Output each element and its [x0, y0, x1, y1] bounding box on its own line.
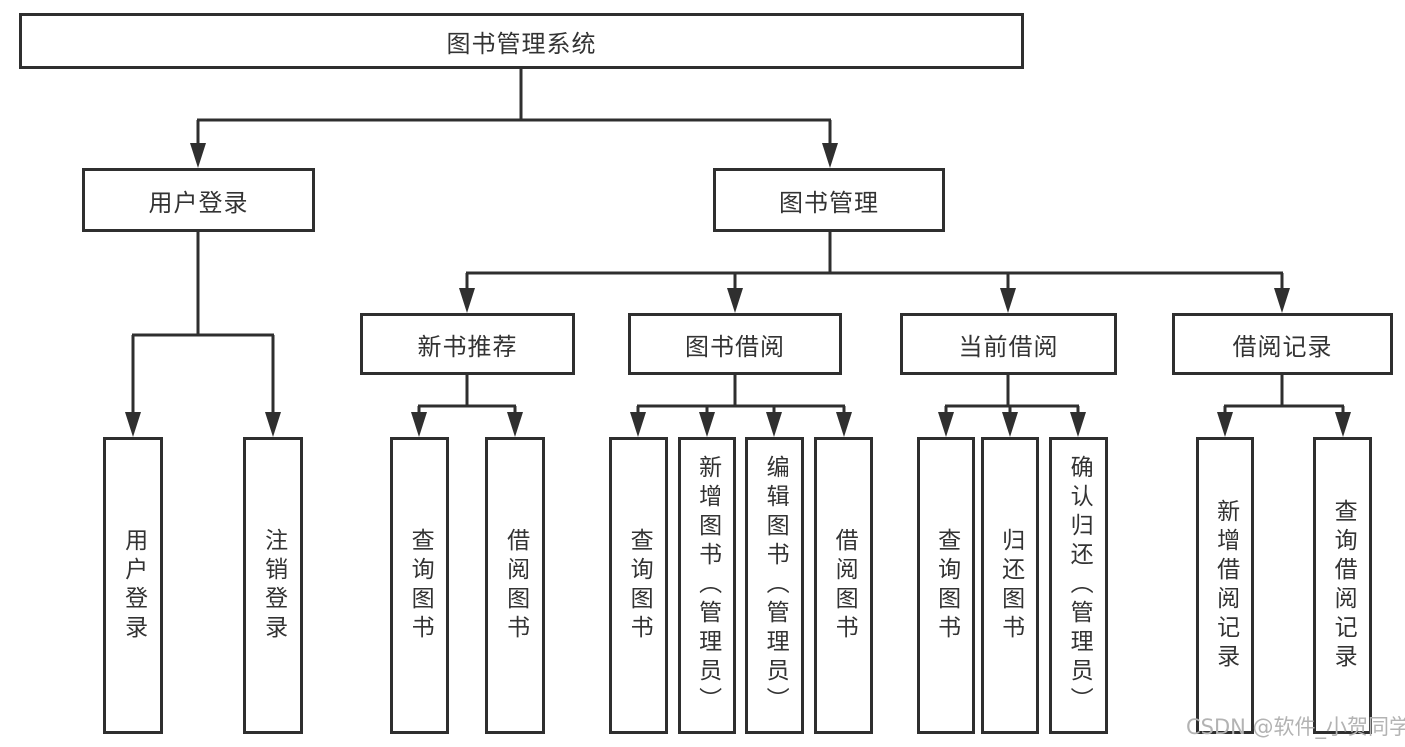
node-label: 查询图书: [626, 527, 653, 644]
node-label: 图书管理: [779, 188, 879, 217]
leaf-add-borrow-record: 新增借阅记录: [1196, 437, 1254, 734]
node-user-login-group: 用户登录: [82, 168, 315, 232]
leaf-return-books: 归还图书: [981, 437, 1039, 734]
node-label: 确认归还（管理员）: [1066, 455, 1093, 716]
node-label: 归还图书: [997, 527, 1024, 644]
node-label: 查询图书: [933, 527, 960, 644]
leaf-user-login: 用户登录: [103, 437, 163, 734]
node-label: 借阅记录: [1232, 332, 1333, 361]
leaf-borrow-books: 借阅图书: [814, 437, 873, 734]
leaf-logout-login: 注销登录: [243, 437, 303, 734]
watermark: CSDN @软件_小贺同学: [1186, 715, 1405, 739]
node-label: 借阅图书: [831, 527, 858, 644]
leaf-query-books-recommend: 查询图书: [390, 437, 449, 734]
leaf-add-books-admin: 新增图书（管理员）: [678, 437, 736, 734]
node-label: 新增借阅记录: [1212, 498, 1239, 673]
node-label: 查询借阅记录: [1330, 498, 1357, 673]
leaf-confirm-return-admin: 确认归还（管理员）: [1049, 437, 1108, 734]
leaf-query-books-borrowing: 查询图书: [609, 437, 668, 734]
leaf-borrow-books-recommend: 借阅图书: [485, 437, 545, 734]
node-label: 借阅图书: [502, 527, 529, 644]
leaf-query-books-current: 查询图书: [917, 437, 975, 734]
leaf-query-borrow-record: 查询借阅记录: [1313, 437, 1372, 734]
leaf-edit-books-admin: 编辑图书（管理员）: [745, 437, 804, 734]
node-book-management: 图书管理: [713, 168, 945, 232]
node-label: 注销登录: [260, 527, 287, 644]
node-current-borrowing: 当前借阅: [900, 313, 1117, 375]
node-label: 图书管理系统: [446, 29, 597, 58]
node-new-book-recommendation: 新书推荐: [360, 313, 575, 375]
node-label: 查询图书: [407, 527, 434, 644]
node-book-borrowing: 图书借阅: [628, 313, 842, 375]
node-label: 用户登录: [120, 527, 147, 644]
node-label: 图书借阅: [685, 332, 785, 361]
node-label: 新书推荐: [417, 332, 518, 361]
node-label: 新增图书（管理员）: [694, 455, 721, 716]
node-label: 编辑图书（管理员）: [762, 455, 789, 716]
node-library-management-system: 图书管理系统: [19, 13, 1024, 69]
node-label: 当前借阅: [958, 332, 1059, 361]
node-borrowing-records: 借阅记录: [1172, 313, 1393, 375]
node-label: 用户登录: [148, 188, 249, 217]
